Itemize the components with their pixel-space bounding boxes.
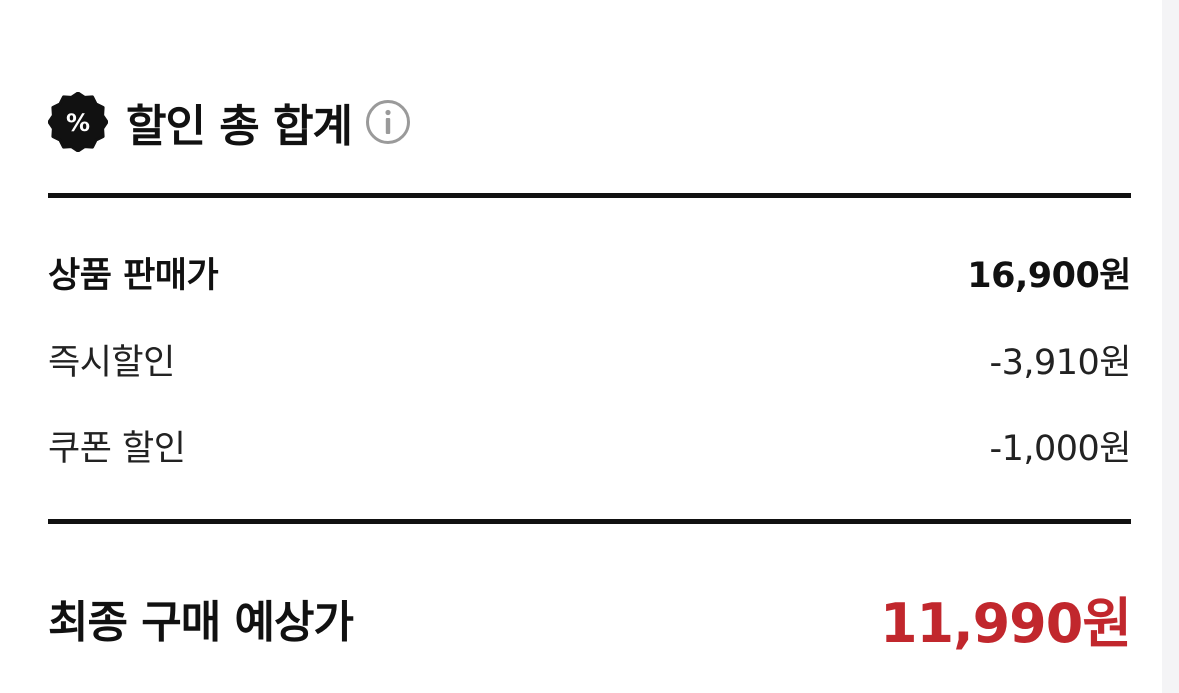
badge-percent-symbol: % — [66, 109, 90, 137]
side-background-strip — [1162, 0, 1179, 693]
page-title: 할인 총 합계 — [126, 101, 353, 152]
final-price-row: 최종 구매 예상가 11,990원 — [48, 583, 1132, 655]
coupon-discount-value: -1,000원 — [989, 428, 1131, 469]
coupon-discount-label: 쿠폰 할인 — [48, 428, 186, 469]
sale-price-value: 16,900원 — [967, 255, 1131, 296]
final-price-label: 최종 구매 예상가 — [48, 597, 354, 648]
sale-price-row: 상품 판매가 16,900원 — [48, 246, 1131, 298]
summary-divider — [48, 519, 1131, 524]
sale-price-label: 상품 판매가 — [48, 255, 219, 296]
coupon-discount-row: 쿠폰 할인 -1,000원 — [48, 419, 1131, 471]
top-divider — [48, 193, 1131, 198]
final-price-value: 11,990원 — [879, 591, 1132, 655]
instant-discount-row: 즉시할인 -3,910원 — [48, 333, 1131, 385]
discount-badge-icon: % — [48, 92, 108, 152]
instant-discount-value: -3,910원 — [989, 342, 1131, 383]
info-icon[interactable] — [364, 98, 412, 146]
discount-header: % 할인 총 합계 — [48, 90, 412, 154]
instant-discount-label: 즉시할인 — [48, 342, 175, 383]
